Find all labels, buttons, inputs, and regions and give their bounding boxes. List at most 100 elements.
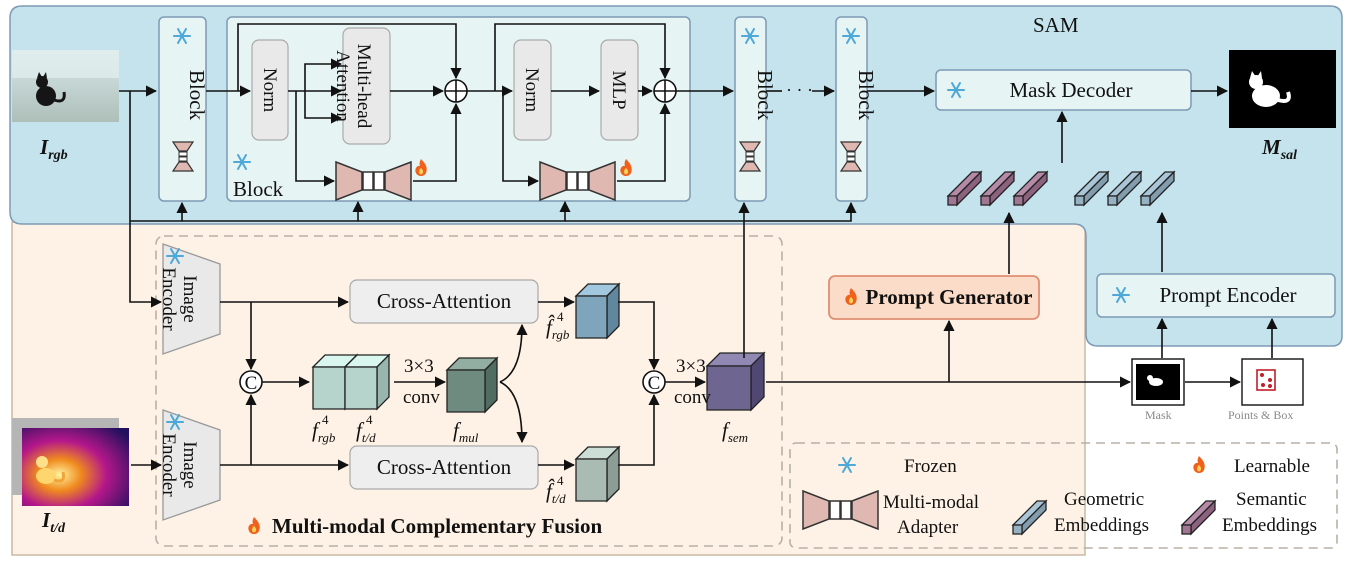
block-detail-label: Block	[233, 177, 284, 201]
input-td-image	[12, 418, 129, 506]
legend-adapter: Multi-modal Adapter	[802, 490, 979, 538]
mask-decoder[interactable]: Mask Decoder	[935, 69, 1192, 111]
cross-attention-td-label: Cross-Attention	[377, 455, 512, 479]
svg-text:C: C	[245, 373, 258, 394]
semantic-embedding-token	[946, 170, 983, 207]
geometric-embedding-token	[1106, 170, 1143, 207]
sam-block-1[interactable]: Block	[158, 16, 209, 202]
conv-1-kernel: 3×3	[404, 356, 434, 377]
label-f-rgb4: frgb 4	[312, 412, 336, 445]
fusion-dashed-box	[155, 235, 783, 547]
legend-box	[789, 442, 1338, 549]
svg-text:Embeddings: Embeddings	[1054, 515, 1149, 536]
mask-caption: Mask	[1145, 408, 1172, 422]
embedding-tokens	[946, 170, 1176, 207]
svg-text:Multi-modal: Multi-modal	[883, 492, 979, 513]
svg-text:Geometric: Geometric	[1064, 489, 1144, 510]
block-n-label: Block	[854, 70, 878, 121]
output-mask-image	[1229, 50, 1336, 128]
cross-attention-rgb-label: Cross-Attention	[377, 289, 512, 313]
block-3-label: Block	[753, 70, 777, 121]
label-f-sem: fsem	[722, 418, 748, 445]
cube-fhat-rgb4	[574, 282, 621, 340]
add-node-2	[653, 79, 677, 103]
legend-embeddings: Geometric Embeddings Semantic Embeddings	[1011, 489, 1317, 536]
svg-text:frgb: frgb	[312, 418, 336, 445]
svg-text:Frozen: Frozen	[904, 456, 957, 477]
geometric-embedding-token	[1073, 170, 1110, 207]
feature-cubes	[311, 282, 766, 503]
mask-thumbnail[interactable]	[1131, 358, 1185, 406]
block-connectors	[206, 23, 735, 187]
svg-text:C: C	[648, 373, 661, 394]
sam-title: SAM	[1033, 13, 1079, 37]
label-f-td4: ft/d 4	[356, 412, 376, 445]
norm-1	[251, 39, 289, 141]
norm-2	[513, 39, 552, 141]
svg-text:4: 4	[322, 412, 329, 427]
mlp	[600, 39, 639, 141]
image-encoder-td[interactable]: ImageEncoder	[158, 409, 221, 521]
cube-f-td4	[343, 353, 391, 411]
points-box-thumbnail[interactable]	[1241, 358, 1304, 406]
legend-geometric-token	[1011, 499, 1048, 536]
add-node-1	[444, 79, 468, 103]
svg-text:Adapter: Adapter	[897, 517, 959, 538]
svg-text:Embeddings: Embeddings	[1222, 515, 1317, 536]
prompt-generator[interactable]: Prompt Generator	[828, 275, 1040, 320]
svg-text:fmul: fmul	[453, 418, 479, 445]
cross-attention-td[interactable]: Cross-Attention	[349, 445, 539, 490]
norm-2-label: Norm	[521, 68, 542, 113]
image-encoder-rgb-label: ImageEncoder	[158, 267, 200, 331]
mha-label: Multi-headAttention	[332, 44, 374, 129]
image-encoder-rgb[interactable]: ImageEncoder	[158, 243, 221, 355]
legend-frozen: Frozen	[838, 456, 957, 477]
svg-text:Semantic: Semantic	[1236, 489, 1307, 510]
cube-fhat-td4	[574, 445, 621, 503]
svg-text:fsem: fsem	[722, 418, 748, 445]
image-encoder-td-label: ImageEncoder	[158, 433, 200, 497]
sam-block-n[interactable]: Block	[835, 16, 878, 202]
conv-1-name: conv	[403, 387, 440, 408]
svg-text:Learnable: Learnable	[1234, 456, 1310, 477]
svg-text:4: 4	[366, 412, 373, 427]
norm-1-label: Norm	[259, 68, 280, 113]
label-f-mul: fmul	[453, 418, 479, 445]
concat-node-2: C	[642, 370, 666, 394]
points-box-caption: Points & Box	[1228, 408, 1293, 422]
label-fhat-td4: f̂t/d 4	[546, 473, 566, 506]
svg-text:f̂rgb: f̂rgb	[546, 315, 570, 342]
input-rgb-image	[12, 50, 119, 122]
svg-text:Multi-modal Complementary Fusi: Multi-modal Complementary Fusion	[272, 514, 602, 538]
conv-2-name: conv	[674, 387, 711, 408]
geometric-embedding-token	[1139, 170, 1176, 207]
svg-text:ft/d: ft/d	[356, 418, 376, 445]
prompt-encoder-label: Prompt Encoder	[1159, 283, 1296, 307]
semantic-embedding-token	[979, 170, 1016, 207]
output-label: Msal	[1261, 135, 1297, 163]
fire-icon	[1193, 456, 1205, 473]
svg-text:4: 4	[557, 309, 564, 324]
conv-2-kernel: 3×3	[676, 356, 706, 377]
fusion-title: Multi-modal Complementary Fusion	[248, 514, 602, 538]
prompt-encoder[interactable]: Prompt Encoder	[1096, 273, 1336, 318]
label-fhat-rgb4: f̂rgb 4	[546, 309, 570, 342]
ellipsis: · · ·	[786, 80, 813, 100]
fusion-connectors	[119, 85, 1278, 471]
svg-text:4: 4	[557, 473, 564, 488]
svg-text:f̂t/d: f̂t/d	[546, 479, 566, 506]
concat-node-1: C	[239, 370, 263, 394]
multi-head-attention	[342, 27, 391, 145]
cross-attention-rgb[interactable]: Cross-Attention	[349, 279, 539, 324]
input-td-label: It/d	[41, 508, 66, 536]
sam-block-3[interactable]: Block	[734, 16, 777, 202]
cube-f-sem	[705, 351, 766, 412]
mask-decoder-label: Mask Decoder	[1009, 78, 1132, 102]
mlp-label: MLP	[608, 70, 629, 109]
prompt-generator-label: Prompt Generator	[866, 285, 1033, 309]
semantic-embedding-token	[1012, 170, 1049, 207]
legend-learnable: Learnable	[1193, 456, 1310, 477]
input-rgb-label: Irgb	[39, 135, 68, 163]
